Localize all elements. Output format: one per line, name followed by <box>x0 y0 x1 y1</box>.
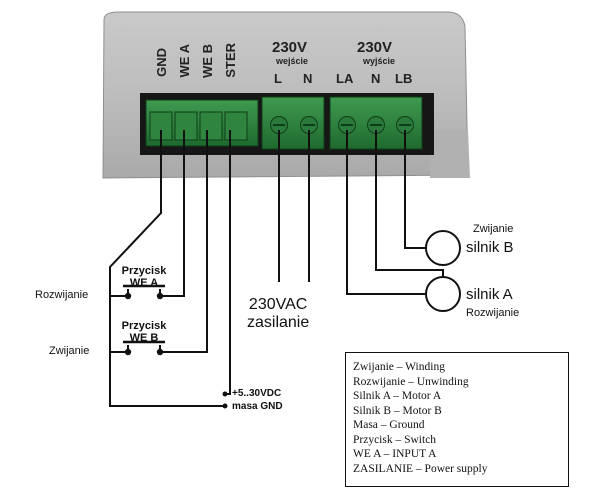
housing-side <box>430 130 470 178</box>
terminal-block-low <box>145 99 259 147</box>
legend-item: WE A – INPUT A <box>353 448 437 460</box>
supply-label-voltage: 230VAC <box>248 296 308 313</box>
switch-b-label: Przycisk WE B <box>118 320 170 344</box>
supply-label-text: zasilanie <box>247 314 310 331</box>
legend-box: Zwijanie – Winding Rozwijanie – Unwindin… <box>345 352 569 487</box>
terminal-label-gnd: GND <box>154 48 169 77</box>
switch-a-input: WE A <box>129 277 159 289</box>
legend-item: Rozwijanie – Unwinding <box>353 375 469 388</box>
switch-b-title: Przycisk <box>121 320 167 332</box>
wire-we-a <box>160 130 185 297</box>
wire-we-b <box>160 130 208 353</box>
terminal-label-we-a: WE A <box>177 44 192 78</box>
input-voltage: 230V <box>272 39 308 56</box>
legend-item: Masa – Ground <box>353 419 425 431</box>
input-pin-l: L <box>274 71 282 86</box>
output-pin-lb: LB <box>395 71 413 86</box>
wire-lb <box>404 130 426 249</box>
input-caption: wejście <box>276 56 309 66</box>
ster-terminal-dot <box>222 391 228 397</box>
motor-a-symbol <box>425 276 461 312</box>
switch-b-function: Zwijanie <box>49 345 90 357</box>
legend-item: Silnik B – Motor B <box>353 404 442 417</box>
motor-a-caption: Rozwijanie <box>466 307 520 319</box>
output-caption: wyjście <box>363 56 396 66</box>
terminal-label-ster: STER <box>223 43 238 78</box>
switch-we-b <box>123 340 165 356</box>
output-pin-la: LA <box>336 71 354 86</box>
motor-a-name: silnik A <box>466 286 513 303</box>
switch-a-title: Przycisk <box>121 265 167 277</box>
output-voltage: 230V <box>357 39 393 56</box>
switch-a-label: Przycisk WE A <box>118 265 170 289</box>
switch-we-a <box>123 284 165 300</box>
legend-item: Przycisk – Switch <box>353 433 437 446</box>
legend-item: Zwijanie – Winding <box>353 361 445 373</box>
legend-item: Silnik A – Motor A <box>353 390 442 402</box>
wire-la <box>346 130 426 295</box>
terminal-block-input <box>261 96 325 150</box>
gnd-terminal-dot <box>222 403 228 409</box>
ster-supply-voltage: +5..30VDC <box>232 388 282 399</box>
terminal-label-we-b: WE B <box>200 44 215 78</box>
wire-gnd <box>109 130 225 407</box>
ster-supply-ground: masa GND <box>232 401 283 412</box>
motor-b-symbol <box>425 230 461 266</box>
output-pin-n: N <box>371 71 381 86</box>
input-pin-n: N <box>303 71 313 86</box>
motor-b-caption: Zwijanie <box>473 223 514 235</box>
legend-item: ZASILANIE – Power supply <box>353 462 488 475</box>
supply-label: 230VAC zasilanie <box>247 296 309 332</box>
switch-b-input: WE B <box>129 332 159 344</box>
motor-b-name: silnik B <box>466 239 514 256</box>
switch-a-function: Rozwijanie <box>35 289 89 301</box>
